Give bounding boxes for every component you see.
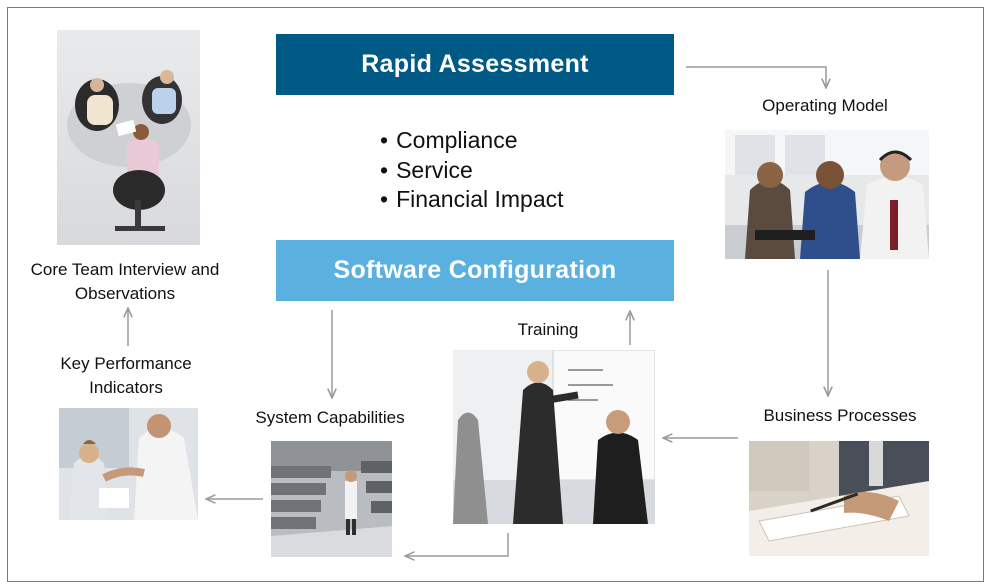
kpi-photo: [59, 408, 198, 520]
bullet-item: Financial Impact: [380, 185, 563, 215]
assessment-bullet-list: Compliance Service Financial Impact: [380, 126, 564, 215]
core-team-photo: [57, 30, 200, 245]
software-configuration-box: Software Configuration: [276, 240, 674, 301]
bullet-item: Compliance: [380, 126, 564, 156]
bullet-item: Service: [380, 156, 564, 186]
operating-model-photo: [725, 130, 929, 259]
business-processes-photo: [749, 441, 929, 556]
system-capabilities-photo: [271, 441, 392, 557]
core-team-label: Core Team Interview and Observations: [30, 260, 220, 303]
operating-model-label: Operating Model: [762, 96, 888, 115]
system-capabilities-label: System Capabilities: [255, 408, 405, 427]
kpi-label: Key Performance Indicators: [60, 354, 192, 397]
business-processes-label: Business Processes: [763, 406, 917, 425]
training-photo: [453, 350, 655, 524]
rapid-assessment-box: Rapid Assessment: [276, 34, 674, 95]
training-label: Training: [517, 320, 579, 339]
